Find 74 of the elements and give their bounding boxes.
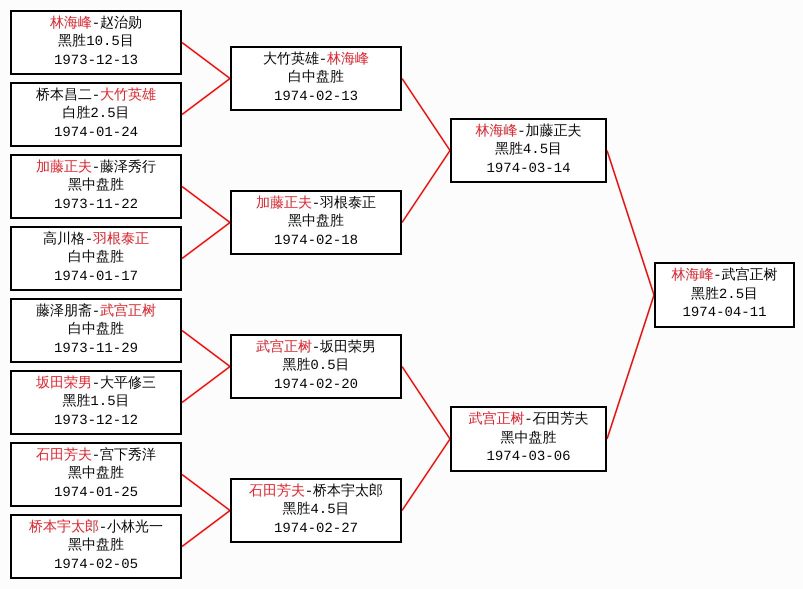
date-text: 1974-03-14	[486, 160, 570, 178]
players-text: 桥本宇太郎-小林光一	[28, 518, 164, 538]
connector-line	[606, 150, 655, 296]
players-text: 武宫正树-石田芳夫	[468, 411, 589, 430]
match-box	[10, 10, 182, 75]
date-text: 1974-01-24	[54, 124, 138, 142]
match-box	[10, 514, 182, 579]
match-box	[10, 82, 182, 147]
connector-line	[182, 42, 230, 80]
result-text: 黑胜4.5目	[494, 141, 562, 160]
match-box	[450, 118, 607, 183]
connector-line	[182, 222, 230, 260]
players-text: 加藤正夫-羽根泰正	[256, 194, 376, 214]
result-text: 黑胜4.5目	[282, 501, 350, 520]
date-text: 1974-02-18	[274, 232, 358, 250]
result-text: 黑胜2.5目	[690, 286, 758, 304]
connector-line	[182, 474, 230, 512]
date-text: 1973-11-29	[54, 340, 138, 358]
players-text: 石田芳夫-桥本宇太郎	[248, 482, 384, 502]
date-text: 1974-02-05	[54, 556, 138, 574]
connector-line	[182, 78, 230, 116]
date-text: 1973-12-13	[54, 52, 138, 70]
result-text: 白中盘胜	[68, 249, 124, 268]
players-text: 林海峰-加藤正夫	[475, 122, 582, 142]
result-text: 黑中盘胜	[288, 213, 344, 232]
connector-line	[401, 150, 451, 223]
players-text: 高川格-羽根泰正	[42, 230, 150, 250]
match-box	[230, 46, 402, 111]
match-box	[450, 406, 607, 472]
players-text: 林海峰-赵治勋	[50, 14, 142, 34]
match-box	[10, 442, 182, 507]
result-text: 白胜2.5目	[62, 105, 130, 124]
result-text: 白中盘胜	[68, 321, 124, 340]
result-text: 黑中盘胜	[68, 537, 124, 556]
match-box	[230, 190, 402, 255]
players-text: 藤泽朋斋-武宫正树	[36, 302, 156, 322]
date-text: 1973-11-22	[54, 196, 138, 214]
result-text: 白中盘胜	[288, 69, 344, 88]
connector-line	[182, 366, 230, 404]
match-box	[10, 226, 182, 291]
date-text: 1974-02-13	[274, 88, 358, 106]
match-box	[10, 154, 182, 219]
match-box	[654, 262, 795, 328]
connector-line	[401, 78, 451, 151]
match-box	[230, 334, 402, 399]
connector-line	[401, 438, 451, 511]
date-text: 1974-01-25	[54, 484, 138, 502]
players-text: 坂田荣男-大平修三	[36, 374, 156, 394]
date-text: 1974-04-11	[682, 304, 766, 323]
players-text: 加藤正夫-藤泽秀行	[36, 158, 156, 178]
match-box	[10, 370, 182, 435]
date-text: 1974-02-27	[274, 520, 358, 538]
result-text: 黑中盘胜	[68, 177, 124, 196]
connector-line	[606, 294, 655, 440]
result-text: 黑中盘胜	[500, 430, 556, 448]
result-text: 黑胜0.5目	[282, 357, 350, 376]
connector-line	[182, 330, 230, 368]
result-text: 黑中盘胜	[68, 465, 124, 484]
date-text: 1973-12-12	[54, 412, 138, 430]
connector-line	[401, 366, 451, 440]
result-text: 黑胜10.5目	[58, 33, 134, 52]
players-text: 桥本昌二-大竹英雄	[36, 86, 156, 106]
match-box	[230, 478, 402, 543]
date-text: 1974-01-17	[54, 268, 138, 286]
connector-line	[182, 186, 230, 224]
match-box	[10, 298, 182, 363]
players-text: 武宫正树-坂田荣男	[256, 338, 376, 358]
connector-line	[182, 510, 230, 548]
players-text: 石田芳夫-宫下秀洋	[36, 446, 156, 466]
players-text: 大竹英雄-林海峰	[262, 50, 370, 70]
date-text: 1974-03-06	[486, 448, 570, 467]
result-text: 黑胜1.5目	[62, 393, 130, 412]
players-text: 林海峰-武宫正树	[671, 267, 778, 286]
date-text: 1974-02-20	[274, 376, 358, 394]
